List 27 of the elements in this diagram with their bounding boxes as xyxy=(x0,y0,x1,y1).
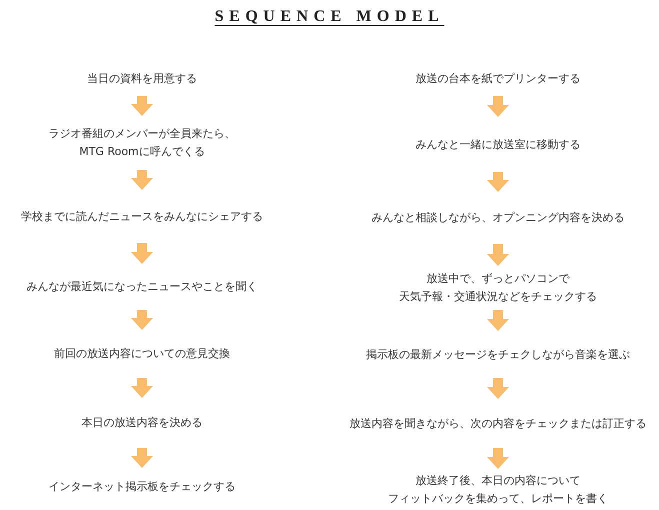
step-label: 放送終了後、本日の内容についてフィットバックを集めって、レポートを書く xyxy=(374,469,622,510)
flow-arrow xyxy=(487,172,509,192)
diagram-title: SEQUENCE MODEL xyxy=(214,8,444,25)
step-label: みんなと相談しながら、オプンニング内容を決める xyxy=(338,192,658,244)
flow-arrow xyxy=(131,96,153,116)
flow-arrow xyxy=(487,96,509,117)
step-label: 放送の台本を紙でプリンターする xyxy=(338,62,658,96)
step-label: 放送中で、ずっとパソコンで天気予報・交通状況などをチェックする xyxy=(384,266,612,310)
flow-arrow xyxy=(131,170,153,190)
flow-arrow xyxy=(487,310,509,331)
step-label: 放送内容を聞きながら、次の内容をチェックまたは訂正する xyxy=(338,399,658,448)
step-label: みんなと一緒に放送室に移動する xyxy=(338,117,658,172)
step-label: 学校までに読んだニュースをみんなにシェアする xyxy=(0,190,284,243)
step-label: 当日の資料を用意する xyxy=(3,62,281,96)
step-label: 掲示板の最新メッセージをチェクしながら音楽を選ぶ xyxy=(338,331,658,378)
step-label: 本日の放送内容を決める xyxy=(0,398,284,448)
flow-arrow xyxy=(131,448,153,468)
flow-arrow xyxy=(131,310,153,330)
flow-arrow xyxy=(487,244,509,266)
step-label: インターネット掲示板をチェックする xyxy=(0,468,284,505)
step-label: ラジオ番組のメンバーが全員来たら、MTG Roomに呼んでくる xyxy=(38,116,246,170)
flow-arrow xyxy=(131,243,153,264)
flow-arrow xyxy=(487,448,509,469)
flow-arrow xyxy=(131,378,153,398)
step-label: 前回の放送内容についての意見交換 xyxy=(0,330,284,378)
step-label: みんなが最近気になったニュースやことを聞く xyxy=(0,264,284,310)
flow-arrow xyxy=(487,378,509,399)
